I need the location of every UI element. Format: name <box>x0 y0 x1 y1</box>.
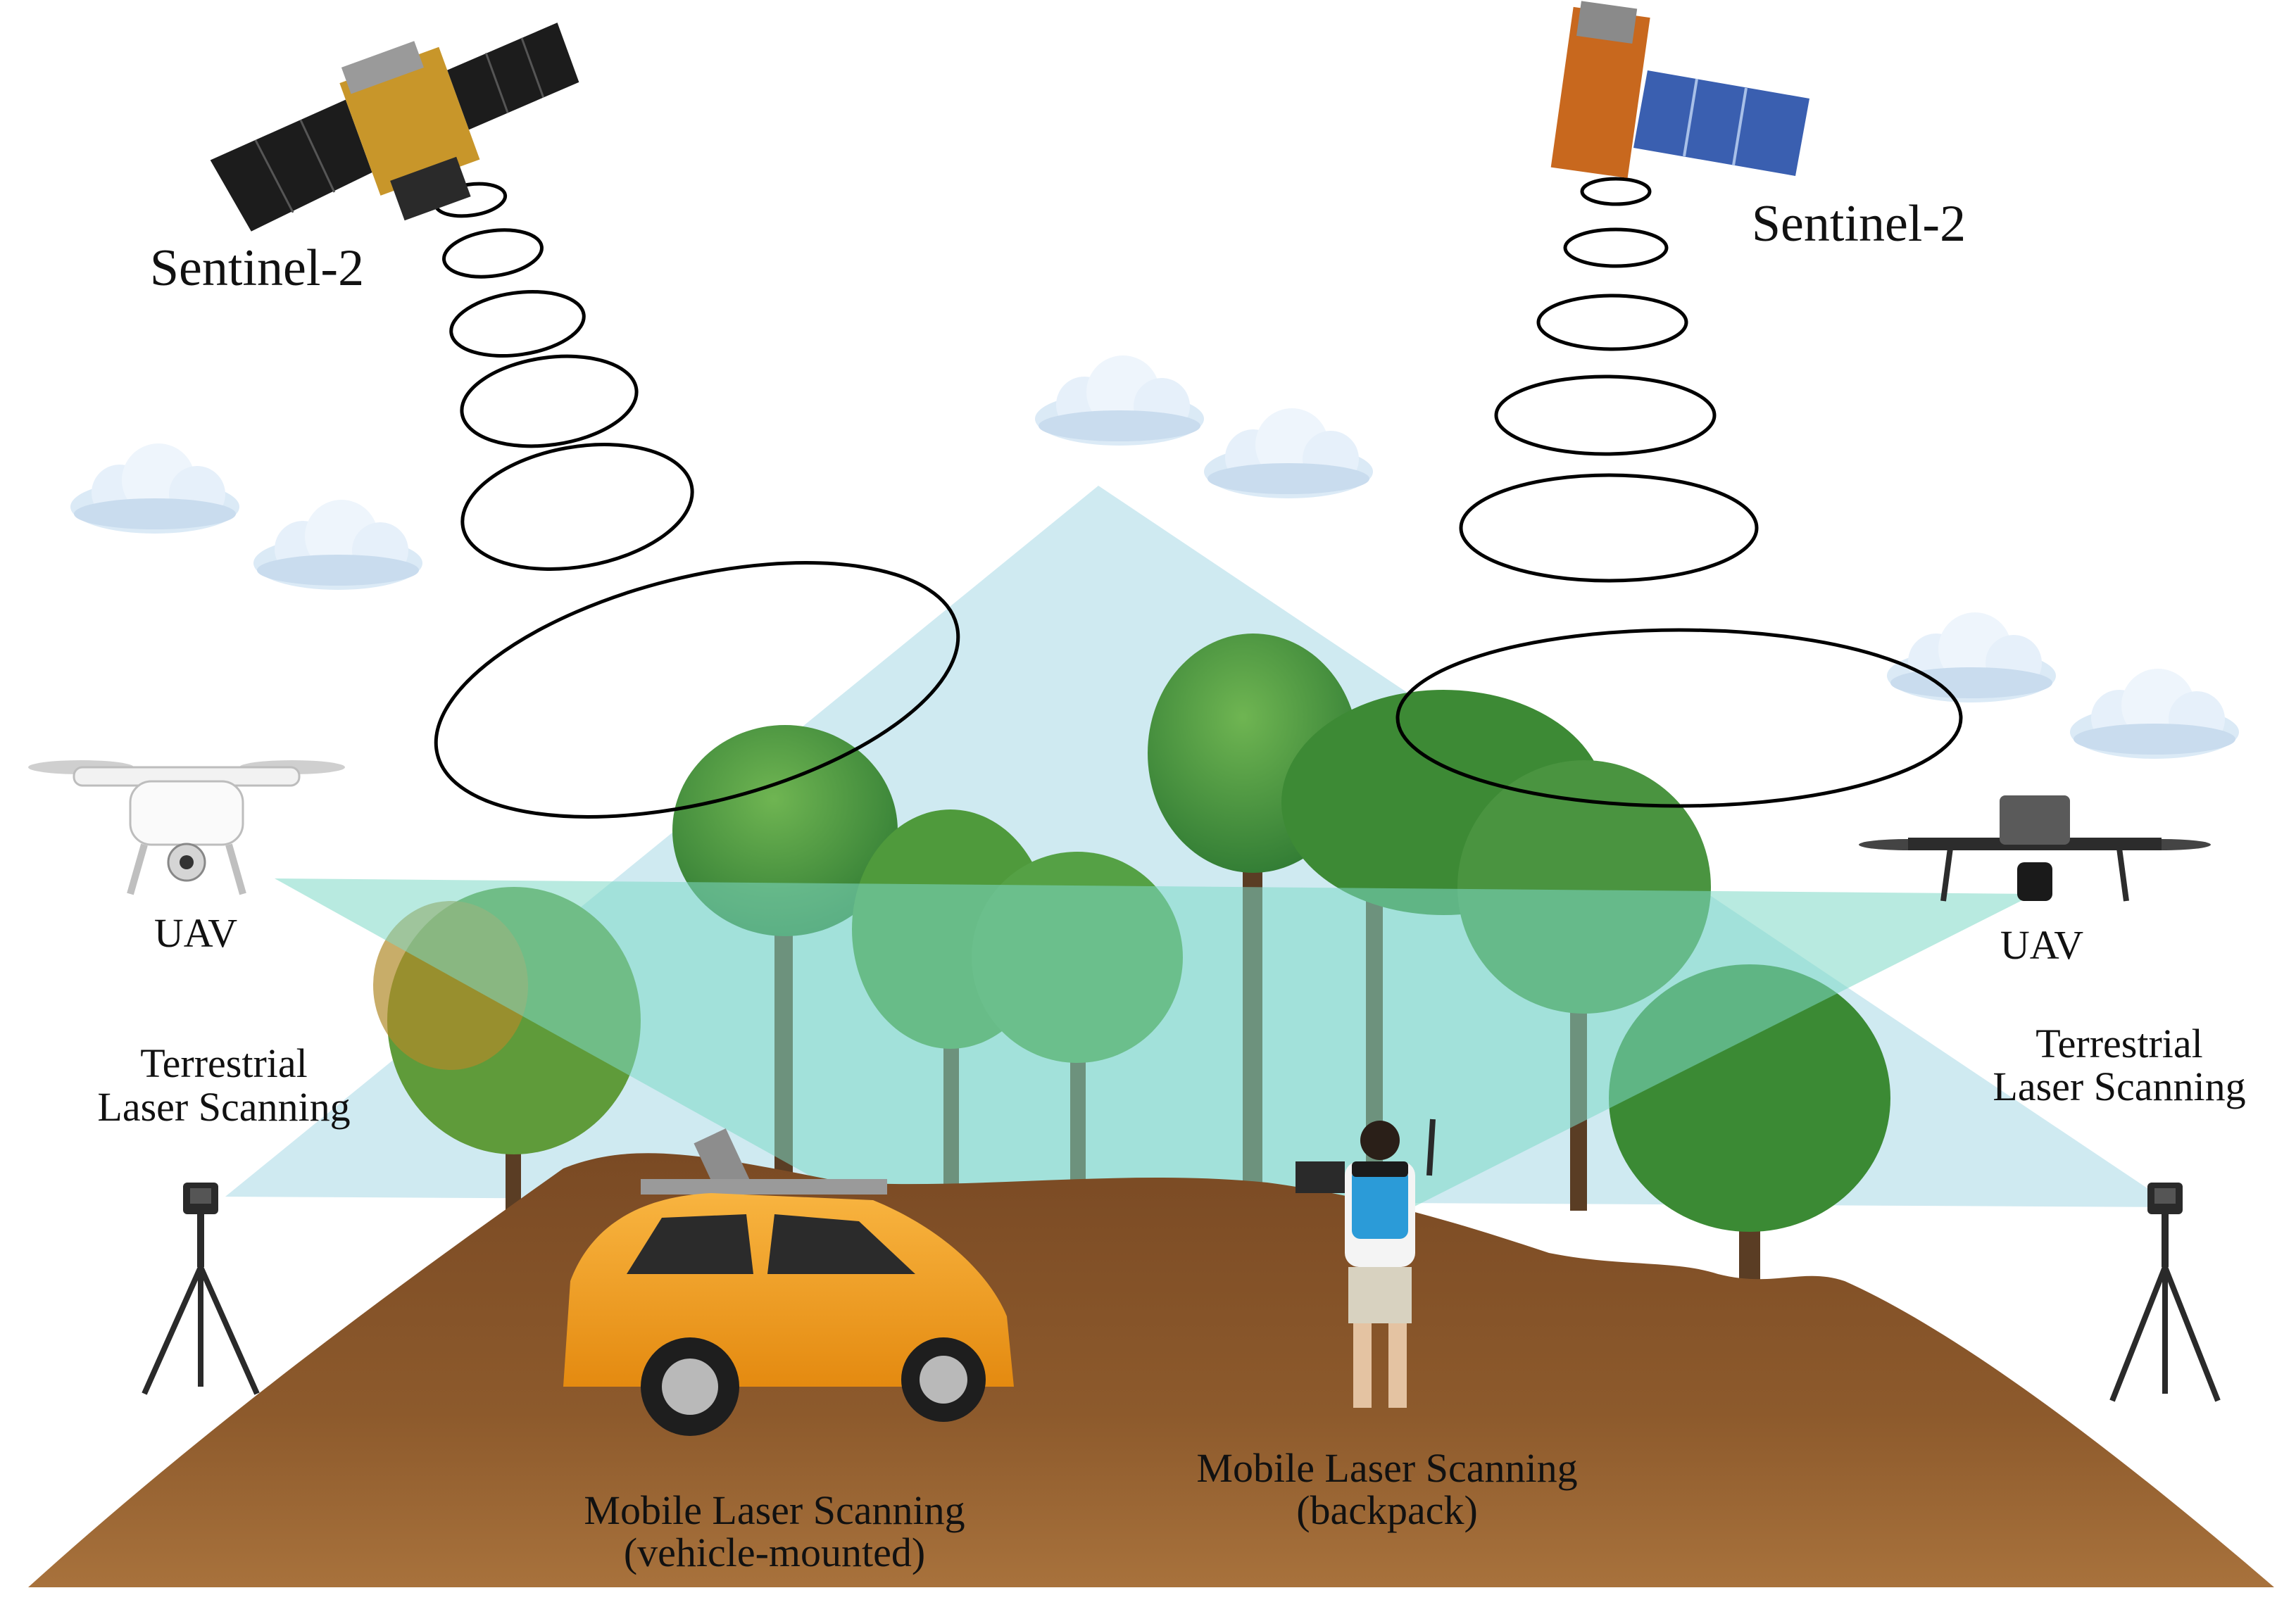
uav-scan-cone <box>275 878 2035 1351</box>
tls-label-left-line1: Terrestrial <box>140 1040 307 1086</box>
person-backpack-icon <box>1296 1118 1436 1408</box>
tls-label-right-line2: Laser Scanning <box>1993 1064 2245 1109</box>
satellite-label-left: Sentinel-2 <box>150 239 364 297</box>
tls-label-right-line1: Terrestrial <box>2035 1021 2202 1066</box>
uav-label-left: UAV <box>154 910 237 956</box>
mls-vehicle-label-line1: Mobile Laser Scanning <box>584 1487 965 1533</box>
tls-label-left-line2: Laser Scanning <box>97 1084 350 1130</box>
drone-icon <box>28 760 345 895</box>
satellite-icon <box>1550 1 1809 178</box>
tripod-scanner-icon <box>142 1183 260 1395</box>
tripod-scanner-icon <box>2109 1183 2221 1402</box>
cloud-icon <box>1035 355 1204 446</box>
signal-rings-right <box>1395 177 1963 808</box>
signal-rings-left <box>433 182 960 819</box>
uav-label-right: UAV <box>2000 922 2083 968</box>
cloud-icon <box>70 443 239 534</box>
mls-vehicle-label-line2: (vehicle-mounted) <box>624 1530 925 1575</box>
cloud-icon <box>1887 612 2056 702</box>
mls-backpack-label-line1: Mobile Laser Scanning <box>1196 1445 1577 1491</box>
ground-hill <box>28 1153 2274 1587</box>
car-icon <box>563 1128 1014 1436</box>
satellite-label-right: Sentinel-2 <box>1752 195 1966 253</box>
satellite-icon <box>210 23 579 232</box>
cloud-icon <box>2070 669 2239 759</box>
drone-icon <box>1859 795 2211 902</box>
mls-backpack-label-line2: (backpack) <box>1296 1487 1478 1533</box>
cloud-icon <box>1204 408 1373 498</box>
cloud-icon <box>253 500 422 590</box>
